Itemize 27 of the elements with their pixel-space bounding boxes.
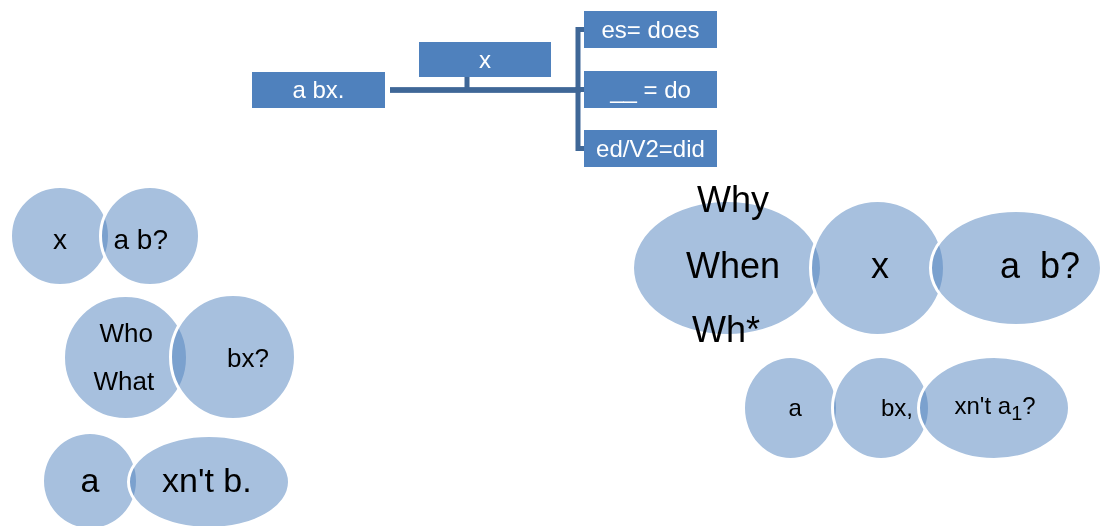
bubble-text: Who	[99, 320, 153, 346]
bubble-text: Wh*	[692, 312, 760, 348]
label-box	[584, 71, 717, 108]
tick-line	[464, 77, 470, 91]
bubble-text: a b?	[1000, 248, 1081, 284]
bubble-text: a b?	[113, 226, 168, 254]
box-text: a bx.	[292, 78, 345, 102]
box-text: es= does	[601, 17, 700, 42]
bubble-text: What	[93, 368, 155, 394]
bubble-text: x	[871, 248, 889, 284]
bubble-text: xn't b.	[162, 463, 252, 497]
bracket-connector	[390, 87, 584, 151]
label-box	[584, 11, 717, 48]
bubble-text: a	[80, 463, 100, 497]
bubble-text: xn't a$_{1}$?	[954, 393, 1036, 423]
bubble-text: Why	[697, 182, 769, 218]
label-box	[584, 130, 717, 167]
bubble-text: bx,	[881, 396, 913, 420]
box-text: __ = do	[610, 77, 691, 102]
bubble-text: When	[686, 248, 781, 284]
label-box	[252, 72, 385, 108]
bubble-text: x	[53, 226, 67, 254]
bubble-text: bx?	[227, 345, 269, 371]
box-text: x	[479, 47, 491, 72]
label-box	[419, 42, 551, 77]
box-text: ed/V2=did	[596, 136, 705, 161]
bubble-text: a	[788, 396, 802, 420]
